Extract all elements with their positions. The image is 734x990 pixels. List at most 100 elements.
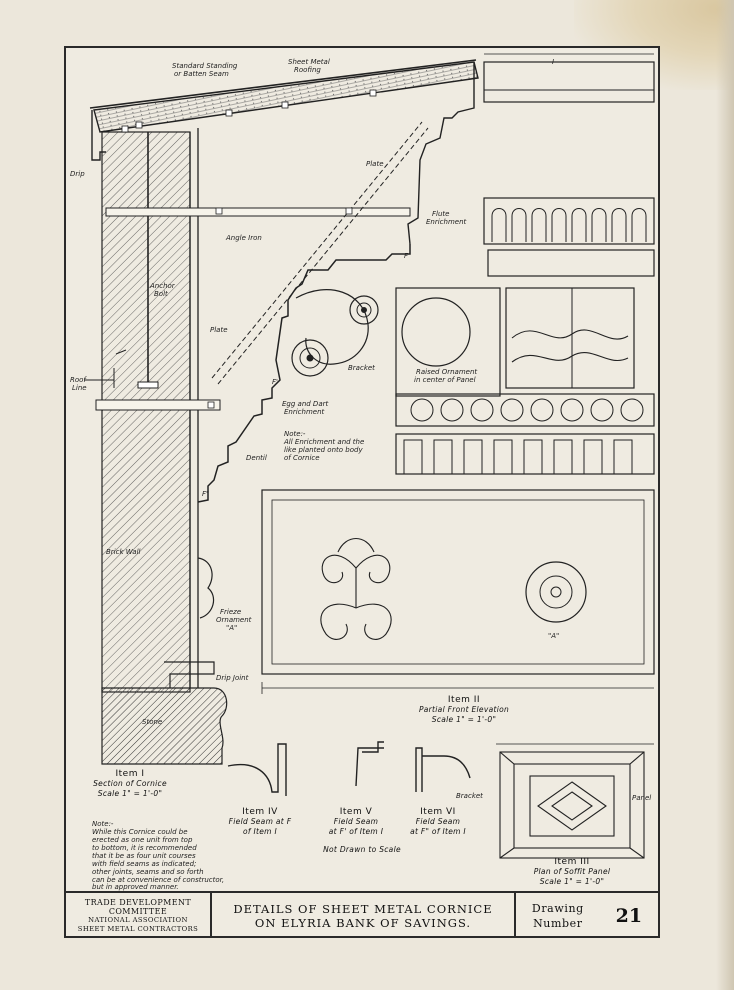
label-f-mark: F [404,252,409,260]
item5-sub2: at F' of Item I [329,827,384,836]
seam-iv [227,743,287,796]
binding-shadow [716,0,734,990]
footnote-l2: erected as one unit from top [92,836,193,844]
drawing-sheet: Standard Standing or Batten Seam Sheet M… [64,46,660,938]
label-egg-2: Enrichment [284,408,325,416]
label-note-head: Note:- [284,430,306,438]
label-sheet-roof-1: Sheet Metal [288,58,330,66]
label-bracket2: Bracket [456,792,483,800]
stone-base [101,687,228,765]
item1-sub2: Scale 1" = 1'-0" [98,789,162,798]
item6-sub1: Field Seam [416,817,461,826]
rosette-lower [291,339,329,377]
drawing-number: 21 [615,904,643,927]
item4-sub2: of Item I [243,827,277,836]
drawing-title-2: ON ELYRIA BANK OF SAVINGS. [254,915,472,930]
label-f-prime: F' [272,378,278,386]
label-anchor-2: Bolt [154,290,168,298]
label-bracket: Bracket [348,364,375,372]
label-roman-i: I [552,58,554,66]
label-angle-iron: Angle Iron [225,234,262,242]
label-frieze-3: "A" [226,624,237,632]
item3-sub2: Scale 1" = 1'-0" [540,877,604,886]
elevation-drawing [261,53,655,694]
soffit-panel [496,743,654,859]
label-frieze-2: Ornament [216,616,252,624]
label-dentil: Dentil [246,454,267,462]
label-flute-2: Enrichment [426,218,467,226]
footnote-l5: with field seams as indicated; [92,860,196,868]
label-roof-1: Roof [70,376,87,384]
label-raised-2: in center of Panel [414,376,476,384]
label-f-double: F" [202,490,209,498]
drawing-number-label: Drawing Number [532,901,584,931]
label-anchor-1: Anchor [149,282,176,290]
item3-sub1: Plan of Soffit Panel [534,867,611,876]
label-drip: Drip [70,170,85,178]
not-to-scale: Not Drawn to Scale [323,845,401,854]
label-drip-joint: Drip Joint [216,674,249,682]
footnote-l6: other joints, seams and so forth [92,868,204,876]
item6-sub2: at F" of Item I [410,827,466,836]
footnote-l8: but in approved manner. [92,883,179,891]
dentils [403,439,633,475]
frieze-ornament-a [320,537,392,640]
label-plate-mid: Plate [210,326,228,334]
roof-slab [93,61,479,133]
label-flute-1: Flute [432,210,449,218]
label-note-1: All Enrichment and the [283,438,364,446]
footnote-l3: to bottom, it is recommended [92,844,197,852]
footnote: Note:- While this Cornice could be erect… [92,820,224,891]
committee-line-1: TRADE DEVELOPMENT [84,897,192,907]
label-plate-top: Plate [366,160,384,168]
footnote-l1: While this Cornice could be [92,828,188,836]
rosette-a [525,561,587,623]
raised-ornament [401,297,471,367]
label-a-mark: "A" [548,632,559,640]
label-sheet-roof-2: Roofing [294,66,321,74]
label-frieze-1: Frieze [220,608,241,616]
item1-sub1: Section of Cornice [93,779,167,788]
egg-and-dart [410,398,644,422]
drawing-label-1: Drawing [531,901,584,915]
section-drawing [84,59,479,765]
label-egg-1: Egg and Dart [282,400,328,408]
label-standing-seam-2: or Batten Seam [174,70,229,78]
label-panel: Panel [632,794,651,802]
label-raised-1: Raised Ornament [416,368,477,376]
label-brick-wall: Brick Wall [106,548,141,556]
brick-wall [101,131,191,693]
seam-details [227,741,471,796]
item1-title: Item I [115,769,144,779]
frieze-panel [261,489,655,675]
seam-v [355,741,384,787]
label-standing-seam-1: Standard Standing [172,62,238,70]
item2-title: Item II [448,695,480,705]
item3-title: Item III [554,857,589,867]
title-block-title: DETAILS OF SHEET METAL CORNICE ON ELYRIA… [212,893,516,938]
drawing-svg: Standard Standing or Batten Seam Sheet M… [70,53,655,891]
label-note-2: like planted onto body [284,446,363,454]
item5-sub1: Field Seam [334,817,379,826]
title-block-committee: TRADE DEVELOPMENT COMMITTEE NATIONAL ASS… [66,893,212,938]
rosette-upper [349,295,379,325]
label-roof-2: Line [72,384,87,392]
label-stone: Stone [142,718,162,726]
flute-enrichment [491,208,647,242]
item4-title: Item IV [242,807,278,817]
item6-title: Item VI [420,807,456,817]
committee-line-4: SHEET METAL CONTRACTORS [77,924,199,933]
committee-line-3: NATIONAL ASSOCIATION [88,915,188,924]
drawing-title-1: DETAILS OF SHEET METAL CORNICE [233,901,493,916]
angle-iron [211,121,423,379]
item5-title: Item V [340,807,373,817]
seam-vi [415,747,471,792]
label-note-3: of Cornice [284,454,320,462]
drawing-label-2: Number [533,916,583,930]
footnote-l0: Note:- [92,820,114,828]
footnote-l7: can be at convenience of constructor, [92,876,224,884]
footnote-l4: that it be as four unit courses [92,852,196,860]
committee-line-2: COMMITTEE [108,906,168,916]
title-block: TRADE DEVELOPMENT COMMITTEE NATIONAL ASS… [66,891,658,938]
